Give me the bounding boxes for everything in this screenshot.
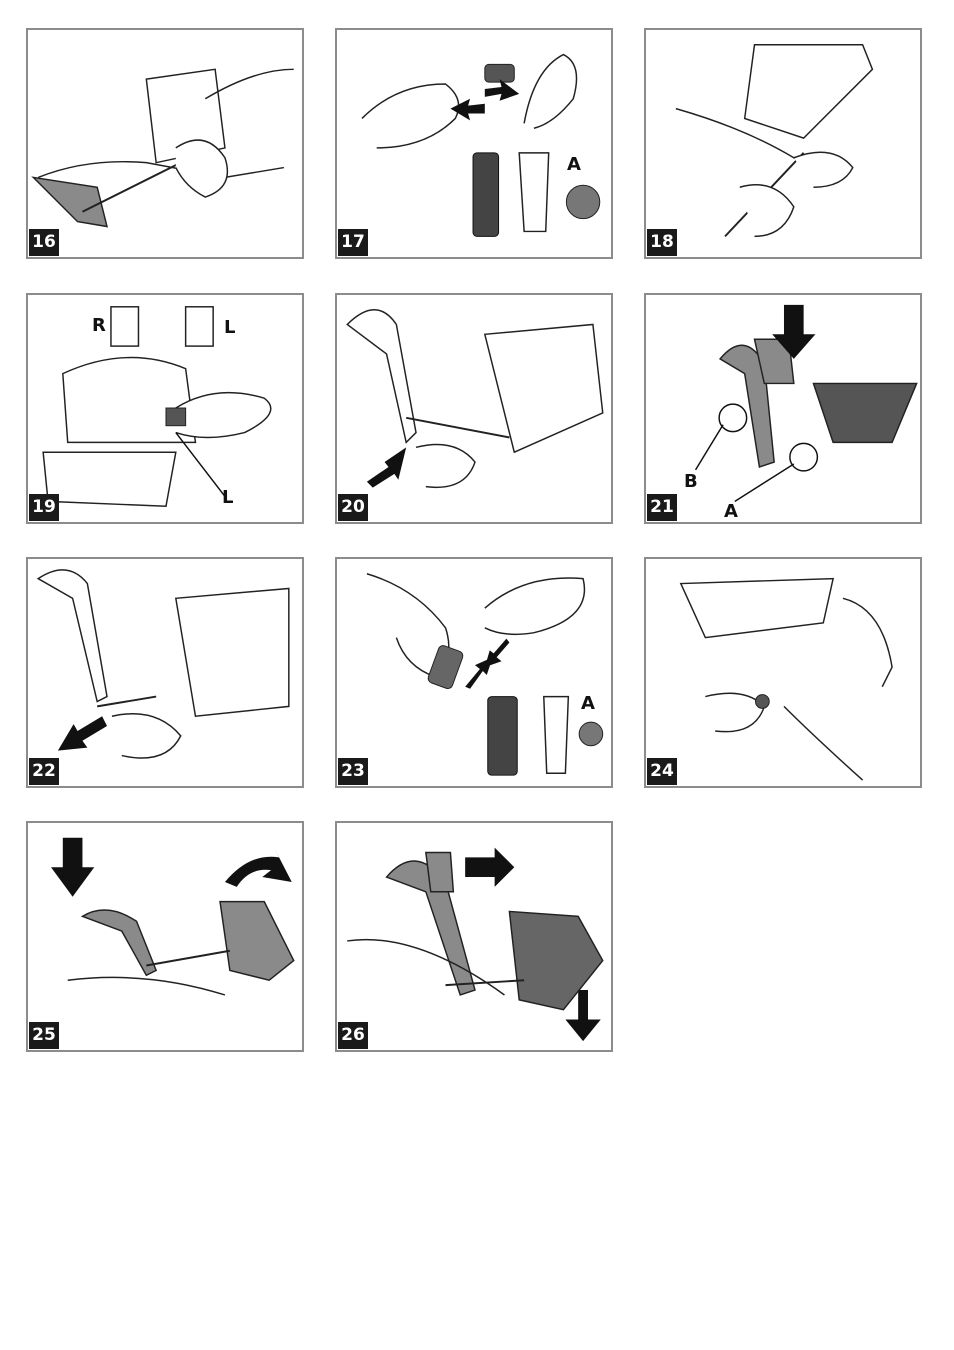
handle-arm-shape	[82, 910, 156, 975]
step-panel-16: 16	[26, 28, 304, 259]
step-panel-23: A 23	[335, 557, 613, 788]
step-panel-25: 25	[26, 821, 304, 1052]
tube-shape	[473, 153, 499, 237]
filled-black-arrow-icon	[367, 447, 406, 487]
filled-black-arrow-icon	[51, 838, 94, 897]
part-label-l-top: L	[224, 317, 235, 338]
step-18-illustration	[646, 30, 920, 257]
hand-icon	[524, 55, 576, 129]
step-number-badge: 19	[29, 494, 59, 521]
step-24-illustration	[646, 559, 920, 786]
step-number-badge: 20	[338, 494, 368, 521]
detail-circle-b	[719, 404, 747, 432]
step-23-illustration	[337, 559, 611, 786]
star-washer-icon	[579, 722, 603, 746]
step-panel-26: 26	[335, 821, 613, 1052]
star-washer-icon	[566, 185, 599, 218]
step-25-illustration	[28, 823, 302, 1050]
bushing-shape	[755, 695, 769, 709]
filled-black-arrow-icon	[485, 639, 510, 667]
step-number-badge: 22	[29, 758, 59, 785]
grass-box-shape	[681, 579, 833, 638]
filled-black-arrow-icon	[225, 848, 292, 887]
rod-shape	[146, 951, 230, 966]
grass-box-shape	[220, 902, 294, 981]
part-label-a: A	[581, 693, 595, 714]
step-26-illustration	[337, 823, 611, 1050]
rod-shape	[97, 697, 156, 707]
tube-shape	[488, 697, 517, 776]
sleeve-shape	[519, 153, 548, 232]
step-22-illustration	[28, 559, 302, 786]
part-label-l-bottom: L	[222, 487, 233, 508]
hand-icon	[112, 714, 181, 758]
step-panel-21: B A 21	[644, 293, 922, 524]
step-number-badge: 17	[338, 229, 368, 256]
part-label-a: A	[567, 154, 581, 175]
step-number-badge: 18	[647, 229, 677, 256]
step-number-badge: 24	[647, 758, 677, 785]
grass-box-shape	[813, 383, 916, 442]
step-number-badge: 26	[338, 1022, 368, 1049]
hand-icon	[485, 578, 585, 634]
hand-icon	[416, 445, 475, 488]
hand-icon	[794, 152, 853, 187]
right-cap-shape	[111, 307, 139, 346]
filled-black-arrow-icon	[465, 848, 514, 887]
step-panel-17: A 17	[335, 28, 613, 259]
rod-shape	[82, 158, 190, 212]
part-label-r: R	[92, 315, 106, 336]
step-panel-18: 18	[644, 28, 922, 259]
step-number-badge: 21	[647, 494, 677, 521]
wheel-arm-shape	[33, 177, 107, 226]
grass-box-shape	[509, 911, 602, 1009]
step-number-badge: 23	[338, 758, 368, 785]
part-label-a: A	[724, 501, 738, 522]
hand-icon	[362, 84, 459, 148]
step-number-badge: 16	[29, 229, 59, 256]
cap-part-shape	[166, 408, 186, 426]
detail-circle-a	[790, 443, 818, 471]
step-17-illustration	[337, 30, 611, 257]
step-20-illustration	[337, 295, 611, 522]
step-16-illustration	[28, 30, 302, 257]
bushing-shape	[485, 64, 514, 82]
left-cap-shape	[186, 307, 214, 346]
step-panel-20: 20	[335, 293, 613, 524]
sleeve-shape	[544, 697, 569, 774]
step-19-illustration	[28, 295, 302, 522]
rod-shape	[406, 418, 509, 438]
part-label-b: B	[684, 471, 698, 492]
step-panel-19: R L L 19	[26, 293, 304, 524]
step-panel-24: 24	[644, 557, 922, 788]
hand-icon	[740, 185, 794, 237]
filled-black-arrow-icon	[58, 716, 107, 750]
step-panel-22: 22	[26, 557, 304, 788]
step-number-badge: 25	[29, 1022, 59, 1049]
